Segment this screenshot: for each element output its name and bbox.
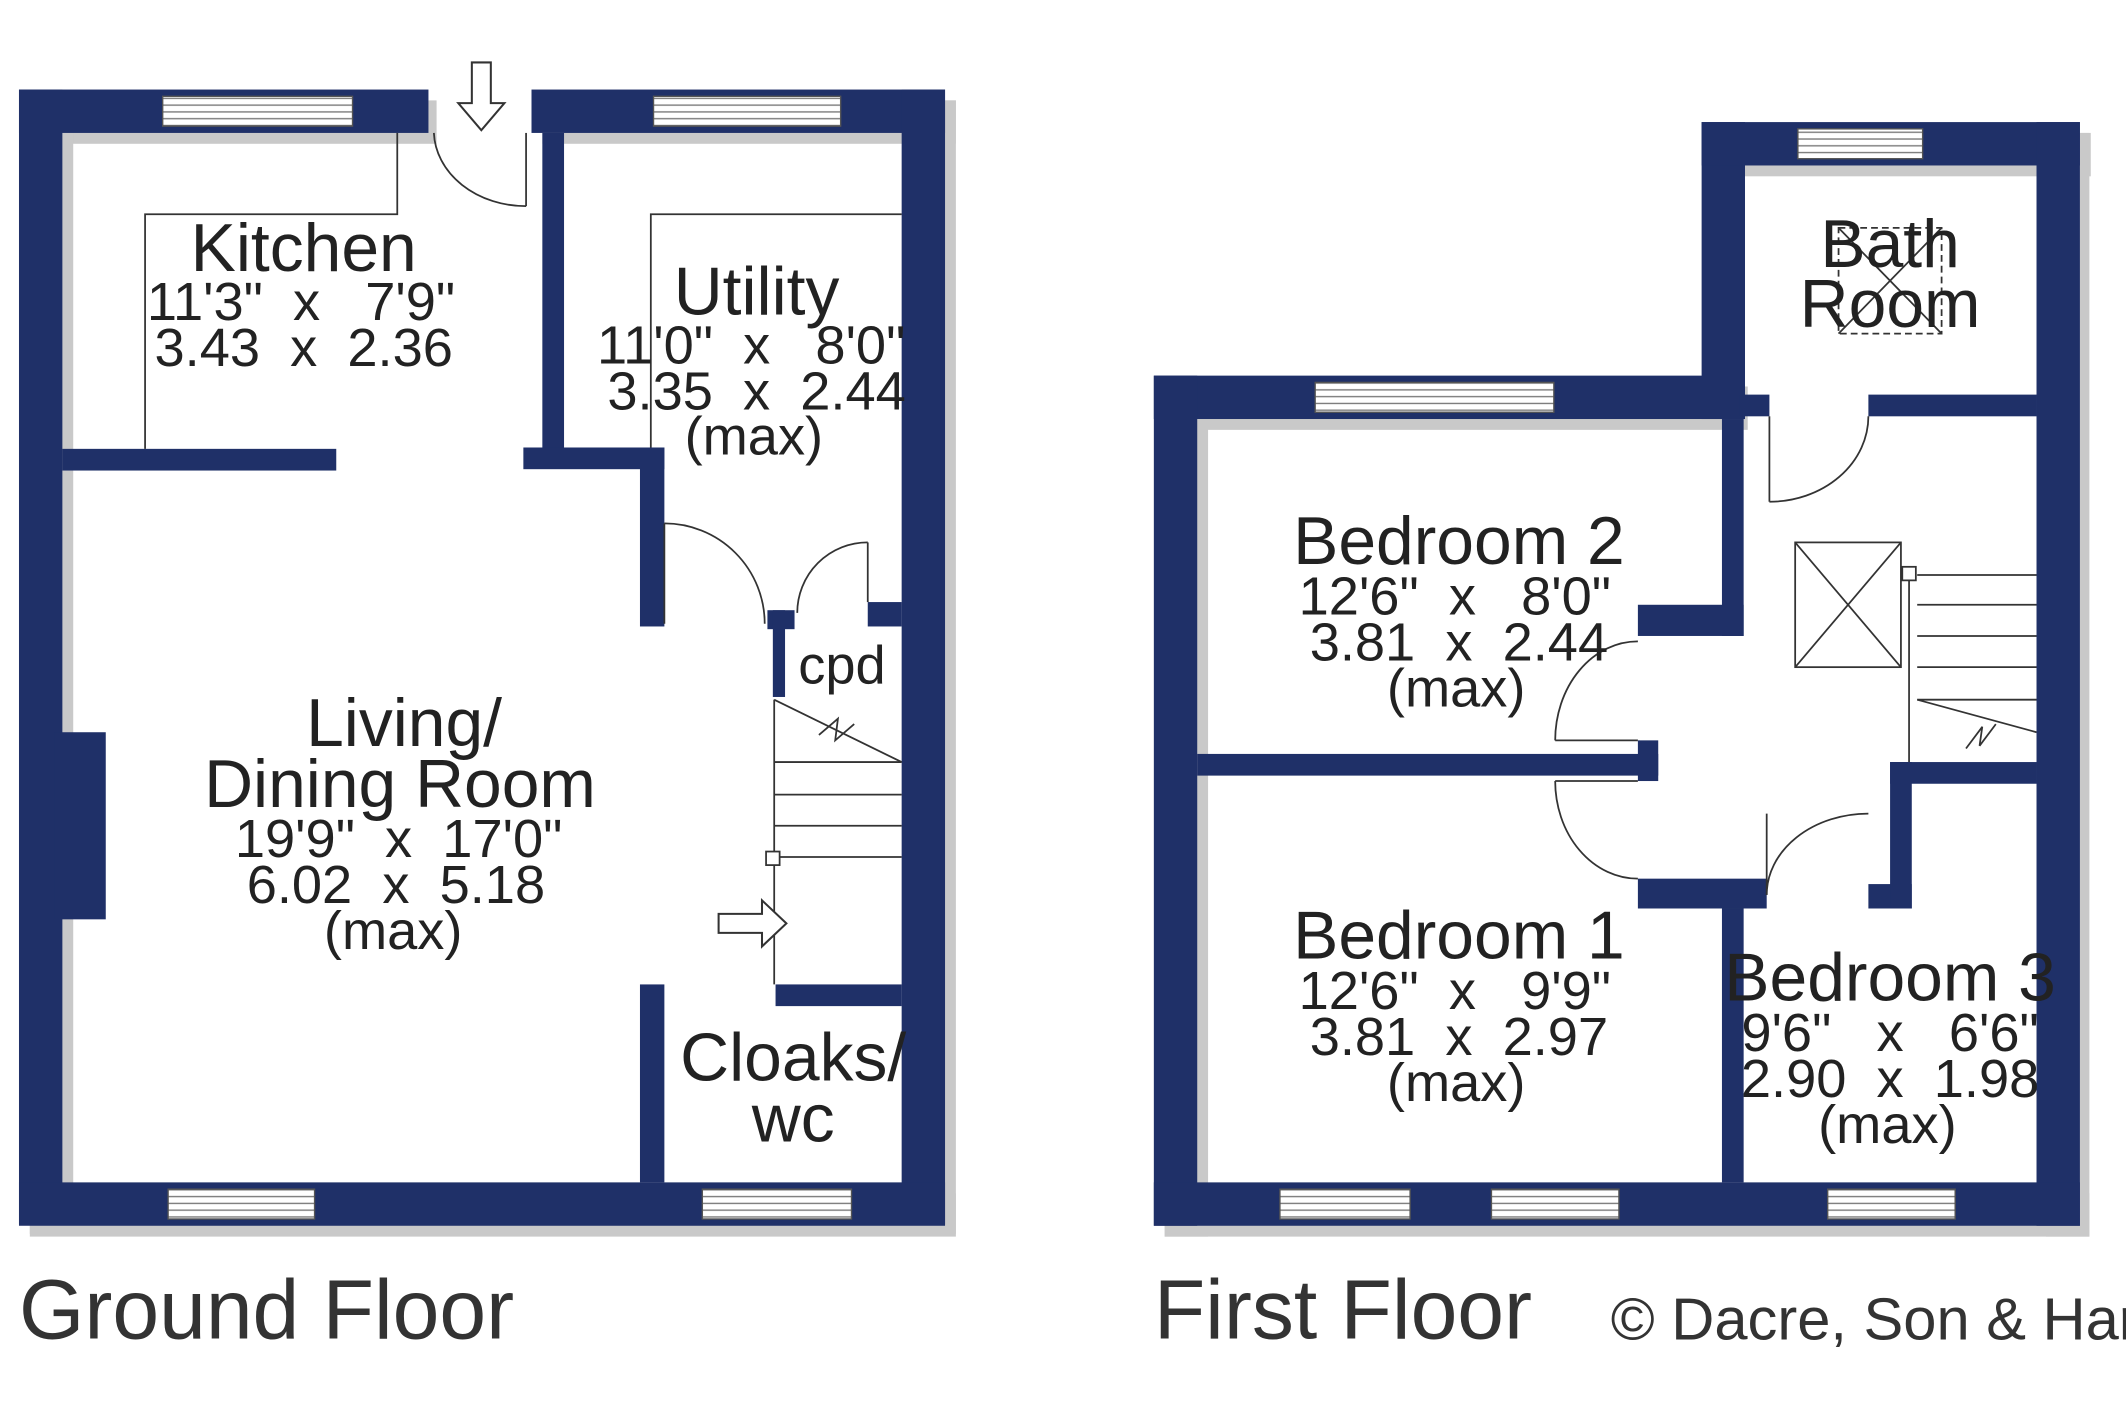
entrance-arrow-icon [456, 61, 507, 132]
utility-label: Utility 11'0" x 8'0" 3.35 x 2.44 (max) [597, 255, 906, 467]
ground-floor-title: Ground Floor [19, 1262, 514, 1356]
bathroom-name-line1: Bath [1820, 207, 1959, 282]
bedroom2-note: (max) [1387, 658, 1526, 718]
utility-worktop-line [649, 213, 902, 448]
front-door [432, 132, 527, 208]
living-label: Living/ Dining Room 19'9" x 17'0" 6.02 x… [204, 686, 596, 961]
first-floor-windows [1279, 128, 1956, 1220]
first-floor-title: First Floor [1154, 1262, 1532, 1356]
kitchen-metric: 3.43 x 2.36 [155, 318, 453, 378]
living-metric: 6.02 x 5.18 [247, 855, 545, 915]
bathroom-name-line2: Room [1800, 267, 1981, 342]
utility-name: Utility [674, 255, 840, 330]
bathroom-door [1768, 416, 1870, 503]
cloaks-label: Cloaks/ wc [680, 1021, 906, 1157]
loft-hatch-icon [1794, 541, 1902, 669]
bedroom1-name: Bedroom 1 [1293, 899, 1625, 974]
bedroom2-name: Bedroom 2 [1293, 504, 1625, 579]
stairs-up-arrow-icon [717, 897, 788, 949]
first-floor-fixtures [1554, 226, 2037, 895]
kitchen-imperial: 11'3" x 7'9" [147, 272, 455, 332]
kitchen-label: Kitchen 11'3" x 7'9" 3.43 x 2.36 [147, 211, 455, 378]
bedroom1-note: (max) [1387, 1053, 1526, 1113]
living-note: (max) [324, 901, 463, 961]
cpd-label: cpd [798, 635, 885, 695]
bedroom1-imperial: 12'6" x 9'9" [1299, 961, 1611, 1021]
bedroom1-metric: 3.81 x 2.97 [1310, 1007, 1608, 1067]
ground-floor-walls [18, 89, 946, 1226]
bathroom-hatch-icon [1837, 226, 1943, 335]
first-floor-plan: Bath Room Bedroom 2 12'6" x 8'0" 3.81 x … [1153, 122, 2091, 1237]
bedroom3-note: (max) [1818, 1095, 1957, 1155]
ground-floor-fixtures [144, 61, 903, 985]
utility-imperial: 11'0" x 8'0" [597, 315, 905, 375]
bedroom2-door [1554, 640, 1638, 742]
utility-note: (max) [685, 406, 824, 466]
bedroom1-door [1554, 780, 1638, 880]
bedroom1-label: Bedroom 1 12'6" x 9'9" 3.81 x 2.97 (max) [1293, 899, 1625, 1113]
bedroom3-door [1765, 812, 1869, 895]
copyright-credit: © Dacre, Son & Hartley [1611, 1286, 2126, 1353]
bedroom3-name: Bedroom 3 [1724, 941, 2056, 1016]
bedroom3-label: Bedroom 3 9'6" x 6'6" 2.90 x 1.98 (max) [1724, 941, 2056, 1155]
kitchen-worktop-line [144, 132, 399, 449]
living-name-line1: Living/ [306, 686, 502, 761]
ground-floor-plan: Kitchen 11'3" x 7'9" 3.43 x 2.36 Utility… [18, 61, 956, 1237]
first-floor-stairs [1901, 565, 2037, 763]
living-door [663, 522, 766, 624]
ground-floor-windows [162, 95, 853, 1220]
living-imperial: 19'9" x 17'0" [235, 809, 562, 869]
bedroom3-imperial: 9'6" x 6'6" [1741, 1003, 2038, 1063]
bathroom-label: Bath Room [1800, 207, 1981, 342]
cloaks-name-line1: Cloaks/ [680, 1021, 906, 1096]
cloaks-name-line2: wc [751, 1082, 835, 1157]
living-name-line2: Dining Room [204, 747, 596, 822]
bedroom2-metric: 3.81 x 2.44 [1310, 612, 1608, 672]
cpd-door [796, 541, 869, 613]
kitchen-name: Kitchen [191, 211, 417, 286]
bedroom2-label: Bedroom 2 12'6" x 8'0" 3.81 x 2.44 (max) [1293, 504, 1625, 718]
utility-metric: 3.35 x 2.44 [607, 362, 905, 422]
bedroom2-imperial: 12'6" x 8'0" [1299, 566, 1611, 626]
bedroom3-metric: 2.90 x 1.98 [1741, 1049, 2039, 1109]
ground-floor-stairs [765, 698, 903, 985]
